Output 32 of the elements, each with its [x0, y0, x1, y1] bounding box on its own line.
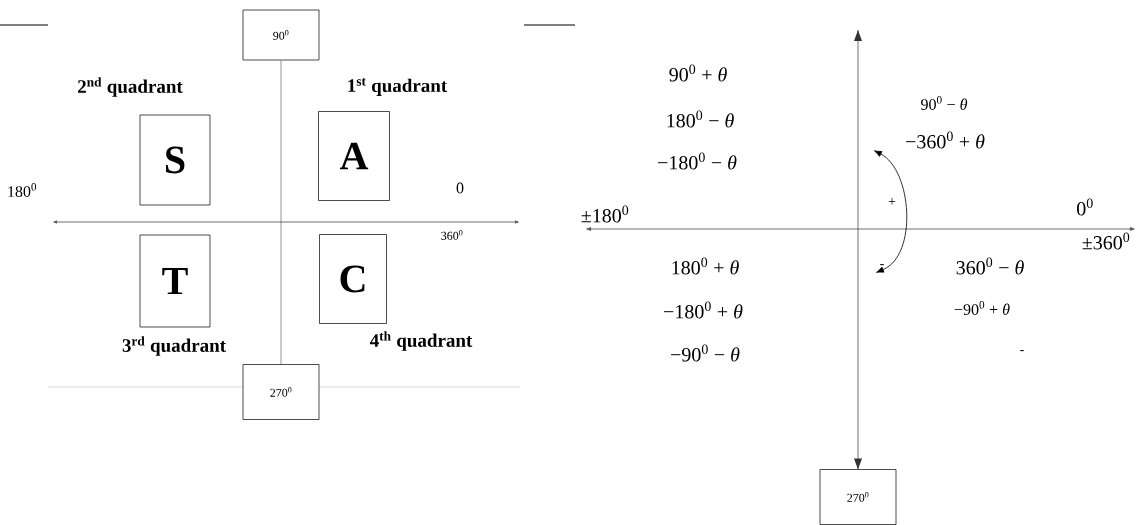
letter-box: S	[139, 114, 211, 206]
sign-label: -	[880, 264, 884, 266]
quadrant-label: 3$^{rd}$ quadrant	[122, 336, 226, 356]
quadrant-label: 1$^{st}$ quadrant	[348, 78, 448, 96]
formula-label: −180$^{0}$ − θ	[658, 152, 737, 170]
sign-label: +	[888, 198, 896, 205]
formula-label: −180$^{0}$ + θ	[664, 301, 743, 319]
axis-line	[280, 60, 282, 365]
letter-box: T	[139, 234, 211, 328]
formula-label: 90$^{0}$ + θ	[669, 64, 727, 82]
angle-label: ±180$^{0}$	[581, 205, 629, 223]
quadrant-label: 2$^{nd}$ quadrant	[78, 77, 183, 97]
axis-arrow	[854, 29, 862, 470]
formula-label: −90$^{0}$ + θ	[954, 301, 1010, 315]
formula-label: −90$^{0}$ − θ	[671, 344, 740, 362]
formula-label: 180$^{0}$ + θ	[672, 257, 739, 275]
angle-label: ±360$^{0}$	[1082, 232, 1130, 250]
formula-label: 360$^{0}$ − θ	[956, 257, 1024, 275]
angle-box: 270$^{0}$	[242, 364, 320, 420]
angle-label: 180$^{0}$	[8, 183, 37, 197]
angle-box: 270$^{0}$	[819, 469, 897, 525]
formula-label: 180$^{0}$ − θ	[667, 110, 734, 128]
angle-label: 0$^{0}$	[1077, 198, 1093, 216]
letter-box: A	[318, 111, 390, 201]
letter-box: C	[319, 234, 387, 324]
formula-label: −360$^{0}$ + θ	[906, 131, 985, 149]
angle-box: 90$^{0}$	[242, 9, 320, 61]
formula-label: 90$^{0}$ − θ	[921, 96, 968, 110]
sign-label: -	[1020, 350, 1024, 352]
angle-label: 0	[456, 182, 464, 194]
quadrant-label: 4$^{th}$ quadrant	[369, 331, 473, 351]
angle-label: 360$^{0}$	[441, 230, 463, 240]
